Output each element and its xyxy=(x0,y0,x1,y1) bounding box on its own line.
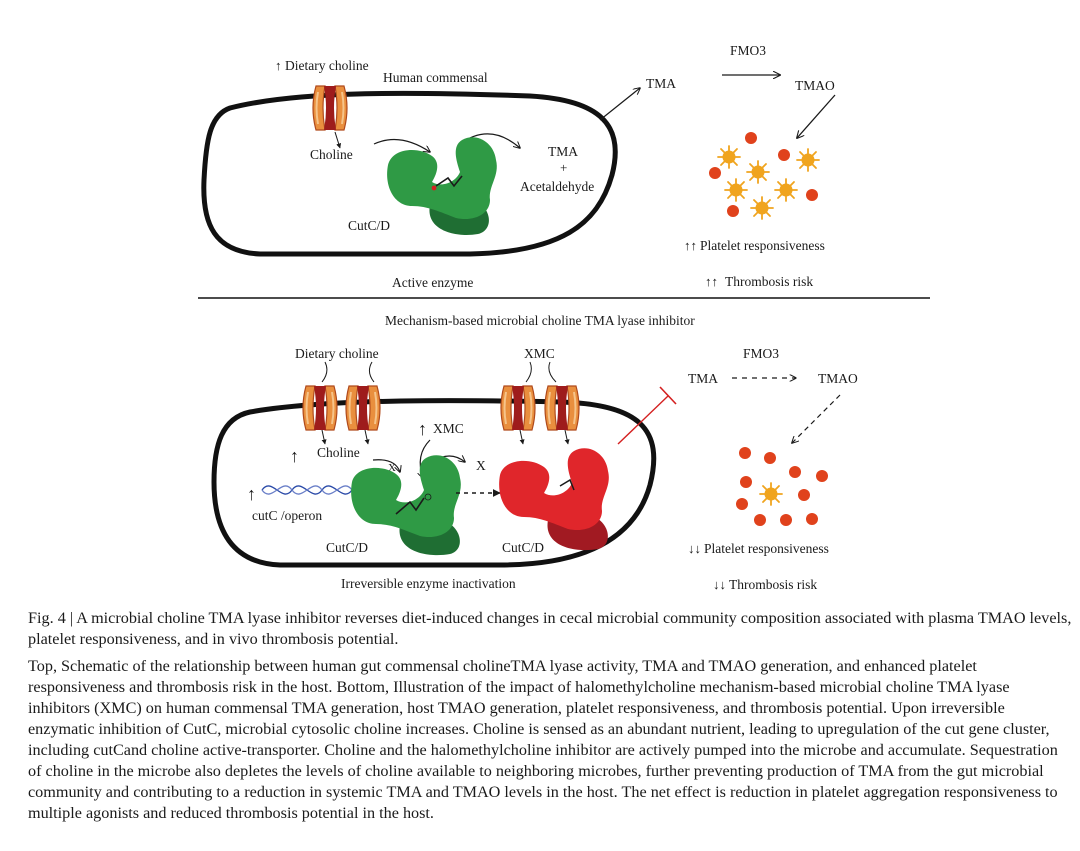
section-title: Mechanism-based microbial choline TMA ly… xyxy=(385,313,695,328)
bottom-choline-transporter-2 xyxy=(345,385,381,431)
bottom-enzyme-left-label: CutC/D xyxy=(326,540,368,555)
bottom-footer-label: Irreversible enzyme inactivation xyxy=(341,576,516,591)
caption-title: Fig. 4 | A microbial choline TMA lyase i… xyxy=(28,609,1072,648)
bottom-choline-block-x: X xyxy=(388,462,396,474)
top-plus-label: + xyxy=(560,160,567,175)
bottom-dietary-choline-label: Dietary choline xyxy=(295,346,379,361)
top-choline-transporter xyxy=(312,85,348,131)
top-dietary-up-arrow: ↑ xyxy=(275,58,282,73)
top-platelet-label: Platelet responsiveness xyxy=(700,238,825,253)
top-human-commensal-label: Human commensal xyxy=(383,70,488,85)
bottom-choline-transporter-1 xyxy=(302,385,338,431)
bottom-reaction-block-x: X xyxy=(476,458,486,473)
bottom-thrombosis-label: Thrombosis risk xyxy=(729,577,817,592)
top-microbe-membrane xyxy=(201,90,618,257)
top-acetaldehyde-label: Acetaldehyde xyxy=(520,179,594,194)
top-tmao-label: TMAO xyxy=(795,78,835,93)
top-tma-product-label: TMA xyxy=(548,144,578,159)
top-dietary-choline-label: Dietary choline xyxy=(285,58,369,73)
bottom-xmc-label: XMC xyxy=(524,346,555,361)
dna-helix-icon xyxy=(261,485,353,495)
bottom-xmc-transporter-2 xyxy=(544,385,580,431)
top-choline-label: Choline xyxy=(310,147,353,162)
bottom-platelet-label: Platelet responsiveness xyxy=(704,541,829,556)
top-panel: ↑ Dietary choline Human commensal Cholin… xyxy=(201,43,836,290)
figure-diagram: ↑ Dietary choline Human commensal Cholin… xyxy=(198,43,930,592)
bottom-active-enzyme xyxy=(351,455,461,556)
top-thrombosis-up-arrows: ↑↑ xyxy=(705,274,718,289)
caption-body: Top, Schematic of the relationship betwe… xyxy=(28,657,1058,822)
bottom-platelet-cluster xyxy=(736,447,828,526)
bottom-xmc-up-arrow: ↑ xyxy=(418,419,427,439)
bottom-tma-label: TMA xyxy=(688,371,718,386)
bottom-operon-up-arrow: ↑ xyxy=(247,484,256,504)
top-platelet-up-arrows: ↑↑ xyxy=(684,238,697,253)
top-platelet-cluster xyxy=(709,132,820,220)
top-cutcd-enzyme xyxy=(387,137,497,235)
bottom-thrombosis-down-arrows: ↓↓ xyxy=(713,577,726,592)
bottom-choline-up-arrow: ↑ xyxy=(290,446,299,466)
top-enzyme-label: CutC/D xyxy=(348,218,390,233)
top-thrombosis-label: Thrombosis risk xyxy=(725,274,813,289)
bottom-tmao-label: TMAO xyxy=(818,371,858,386)
bottom-inactive-enzyme xyxy=(499,448,609,551)
bottom-panel: Dietary choline XMC ↑ Choline ↑ XMC X X … xyxy=(211,346,858,592)
bottom-fmo3-label: FMO3 xyxy=(743,346,779,361)
top-footer-label: Active enzyme xyxy=(392,275,473,290)
inhibition-bar xyxy=(617,386,677,445)
figure-caption: Fig. 4 | A microbial choline TMA lyase i… xyxy=(28,608,1074,824)
bottom-xmc-inner-label: XMC xyxy=(433,421,464,436)
top-tma-label: TMA xyxy=(646,76,676,91)
bottom-platelet-down-arrows: ↓↓ xyxy=(688,541,701,556)
bottom-enzyme-right-label: CutC/D xyxy=(502,540,544,555)
bottom-xmc-transporter-1 xyxy=(500,385,536,431)
top-fmo3-label: FMO3 xyxy=(730,43,766,58)
bottom-choline-label: Choline xyxy=(317,445,360,460)
bottom-operon-label: cutC /operon xyxy=(252,508,322,523)
bottom-microbe-membrane xyxy=(211,398,657,568)
